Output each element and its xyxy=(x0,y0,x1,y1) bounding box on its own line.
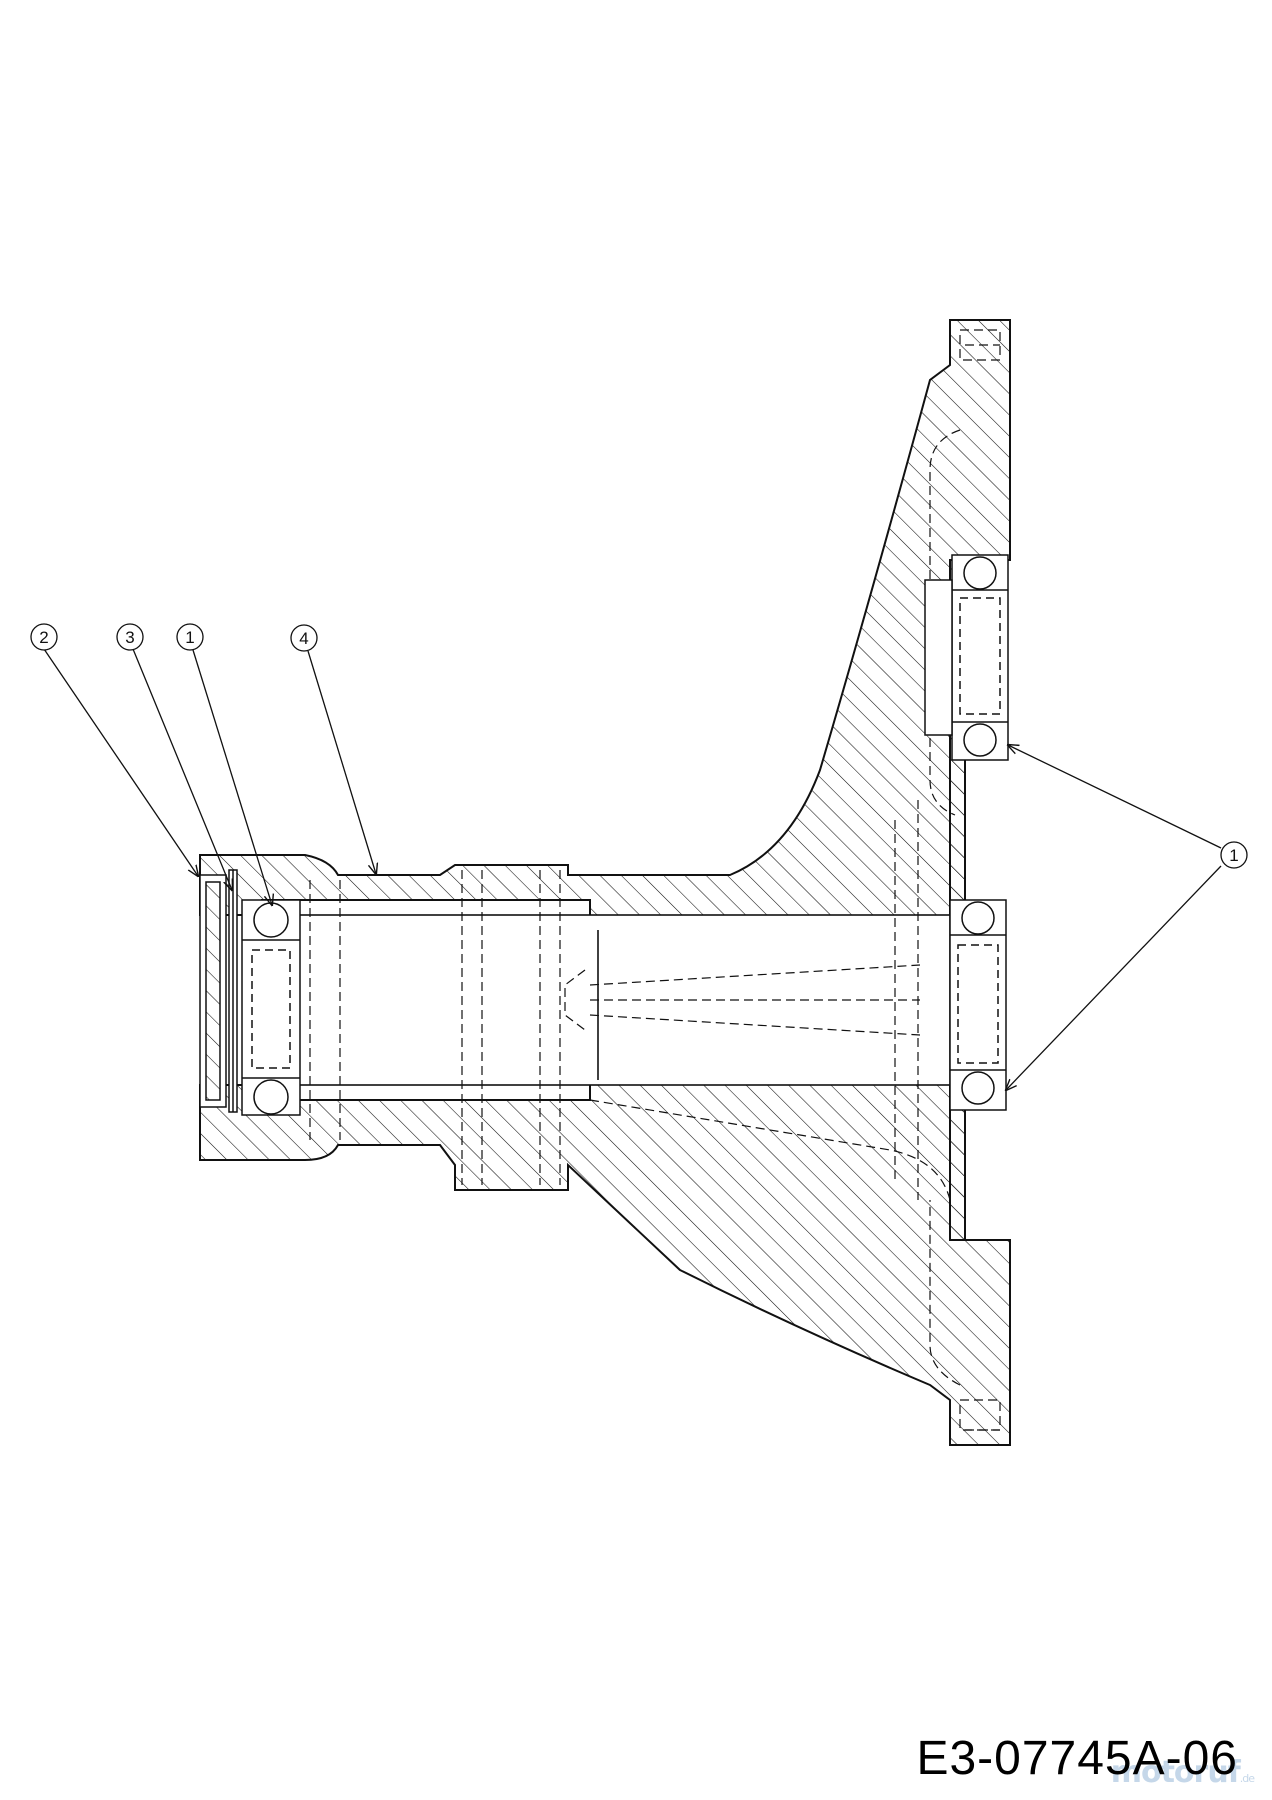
callout-label-1-right: 1 xyxy=(1229,846,1238,865)
callout-label-4: 4 xyxy=(299,629,308,648)
seal-assembly xyxy=(199,869,238,1113)
callout-bubble-3: 3 xyxy=(116,623,144,651)
leader-1-right-upper xyxy=(1008,745,1222,849)
callout-bubble-4: 4 xyxy=(290,624,318,652)
leader-2 xyxy=(43,648,198,876)
watermark-suffix: .de xyxy=(1239,1772,1255,1785)
callout-bubble-1-left: 1 xyxy=(176,623,204,651)
bearing-left xyxy=(241,899,301,1116)
bearing-right-lower xyxy=(949,899,1007,1111)
document-id: E3-07745A-06 xyxy=(916,1732,1238,1785)
callout-bubble-1-right: 1 xyxy=(1220,841,1248,869)
housing-section xyxy=(199,319,1011,1446)
bearing-right-upper xyxy=(924,554,1009,761)
leader-4 xyxy=(307,650,376,874)
site-watermark: motoruf.de xyxy=(1110,1755,1255,1790)
callout-label-3: 3 xyxy=(125,628,134,647)
callout-label-1-left: 1 xyxy=(185,628,194,647)
callout-label-2: 2 xyxy=(39,628,48,647)
callout-bubble-2: 2 xyxy=(30,623,58,651)
leader-1-left xyxy=(192,649,272,905)
leader-3 xyxy=(132,648,232,890)
watermark-text: motoruf xyxy=(1110,1755,1241,1790)
hidden-lines xyxy=(309,329,1001,1431)
leader-1-right-lower xyxy=(1006,865,1222,1090)
leader-lines xyxy=(43,648,1222,1090)
